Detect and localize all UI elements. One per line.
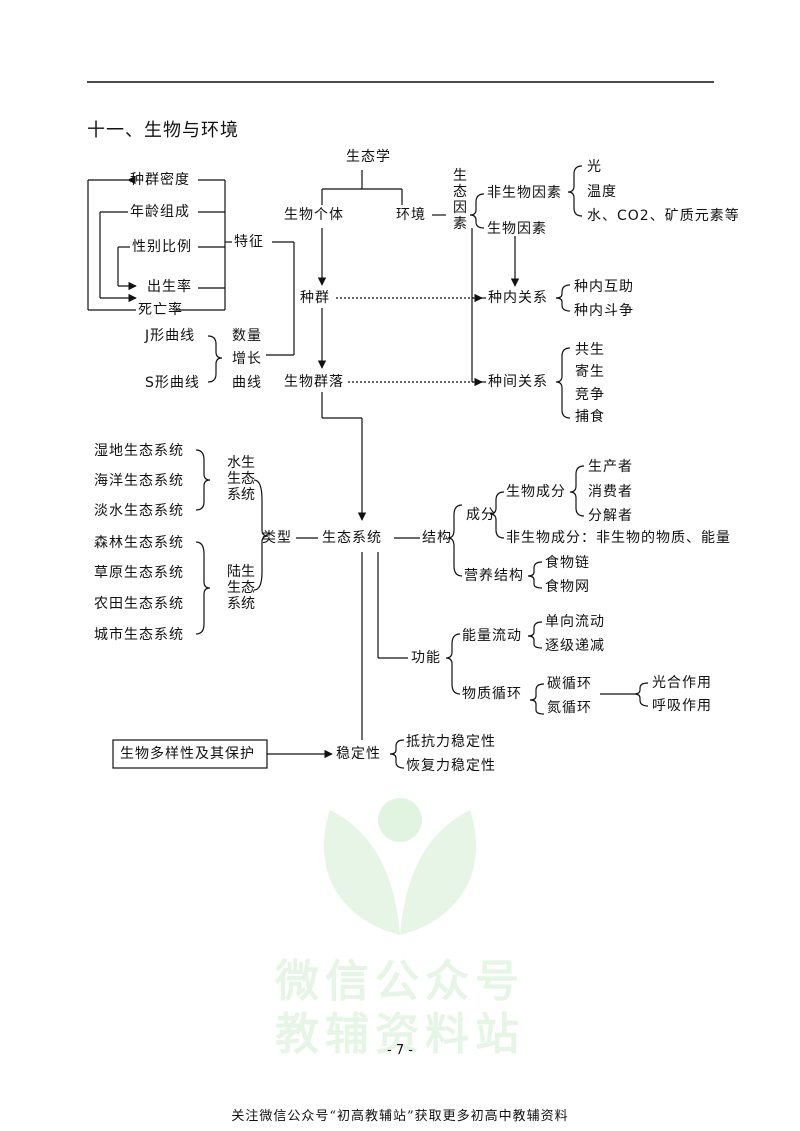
footer-text: 关注微信公众号“初高教辅站”获取更多初高中教辅资料 xyxy=(231,1109,569,1124)
watermark-line1: 微信公众号 xyxy=(275,956,525,1007)
node-type: 类型 xyxy=(262,530,292,546)
watermark-leaf-logo xyxy=(323,798,477,935)
node-nitrogen-cycle: 氮循环 xyxy=(547,700,592,716)
node-grassland: 草原生态系统 xyxy=(94,565,184,581)
node-bio-component: 生物成分 xyxy=(506,484,566,500)
node-eco-factor: 生态因素 xyxy=(453,168,467,232)
node-trophic: 营养结构 xyxy=(464,568,524,584)
node-one-way: 单向流动 xyxy=(545,614,605,630)
node-predation: 捕食 xyxy=(575,409,605,425)
node-aquatic: 水生生态系统 xyxy=(227,455,255,503)
node-growth: 增长 xyxy=(232,351,262,367)
node-ecosystem: 生态系统 xyxy=(322,530,382,546)
node-city: 城市生态系统 xyxy=(94,627,184,643)
node-stability: 稳定性 xyxy=(336,746,381,762)
node-composition: 成分 xyxy=(466,507,496,523)
node-decreasing: 逐级递减 xyxy=(545,638,605,654)
node-biodiversity: 生物多样性及其保护 xyxy=(120,746,255,762)
node-terrestrial: 陆生生态系统 xyxy=(227,564,255,612)
node-curve: 曲线 xyxy=(232,375,262,391)
node-abiotic-component: 非生物成分：非生物的物质、能量 xyxy=(506,530,731,546)
node-j-curve: J形曲线 xyxy=(145,328,196,344)
node-features: 特征 xyxy=(234,234,264,250)
node-abiotic-factor: 非生物因素 xyxy=(487,185,562,201)
node-symbiosis: 共生 xyxy=(575,342,605,358)
node-density: 种群密度 xyxy=(130,172,190,188)
node-quantity: 数量 xyxy=(232,328,262,344)
node-ecology: 生态学 xyxy=(346,149,391,165)
node-food-chain: 食物链 xyxy=(545,555,590,571)
node-community: 生物群落 xyxy=(284,374,344,390)
node-birth-rate: 出生率 xyxy=(147,279,192,295)
node-consumer: 消费者 xyxy=(588,484,633,500)
node-farmland: 农田生态系统 xyxy=(94,596,184,612)
node-wetland: 湿地生态系统 xyxy=(94,443,184,459)
node-mutual-help: 种内互助 xyxy=(574,279,634,295)
node-food-web: 食物网 xyxy=(545,579,590,595)
node-parasitism: 寄生 xyxy=(575,364,605,380)
node-water-etc: 水、CO2、矿质元素等 xyxy=(587,208,740,224)
node-sex-ratio: 性别比例 xyxy=(132,239,192,255)
node-function: 功能 xyxy=(411,650,441,666)
node-s-curve: S形曲线 xyxy=(145,375,200,391)
node-producer: 生产者 xyxy=(588,459,633,475)
node-structure: 结构 xyxy=(422,530,452,546)
node-intraspecific: 种内关系 xyxy=(488,290,548,306)
node-photosynthesis: 光合作用 xyxy=(652,675,712,691)
section-title: 十一、生物与环境 xyxy=(87,120,239,141)
node-material-cycle: 物质循环 xyxy=(462,686,522,702)
node-forest: 森林生态系统 xyxy=(94,535,184,551)
page-number: - 7 - xyxy=(387,1043,413,1058)
node-biotic-factor: 生物因素 xyxy=(487,221,547,237)
node-freshwater: 淡水生态系统 xyxy=(94,503,184,519)
watermark-line2: 教辅资料站 xyxy=(275,1009,525,1060)
node-decomposer: 分解者 xyxy=(588,508,633,524)
node-energy-flow: 能量流动 xyxy=(462,628,522,644)
node-respiration: 呼吸作用 xyxy=(652,698,712,714)
node-population: 种群 xyxy=(300,290,330,306)
node-struggle: 种内斗争 xyxy=(574,303,634,319)
node-environment: 环境 xyxy=(396,207,426,223)
node-resilience: 恢复力稳定性 xyxy=(406,758,496,774)
node-competition: 竞争 xyxy=(575,387,605,403)
node-interspecific: 种间关系 xyxy=(488,374,548,390)
node-light: 光 xyxy=(587,159,602,175)
node-individual: 生物个体 xyxy=(284,207,344,223)
node-age: 年龄组成 xyxy=(130,204,190,220)
node-resistance: 抵抗力稳定性 xyxy=(406,734,496,750)
node-temperature: 温度 xyxy=(587,184,617,200)
node-death-rate: 死亡率 xyxy=(138,302,183,318)
node-ocean: 海洋生态系统 xyxy=(94,473,184,489)
node-carbon-cycle: 碳循环 xyxy=(547,676,592,692)
